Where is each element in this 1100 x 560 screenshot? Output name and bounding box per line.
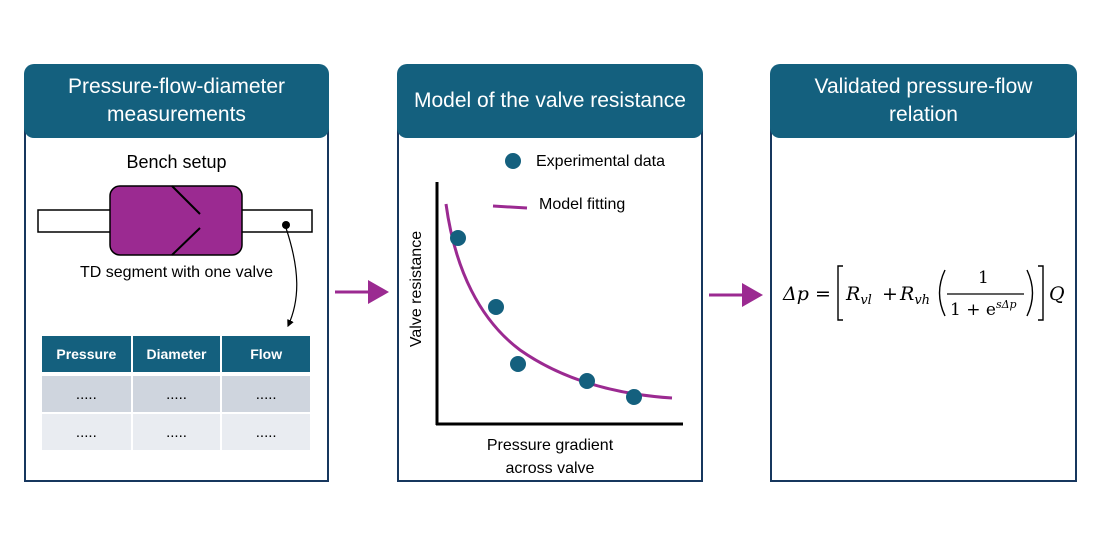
bench-setup-label: Bench setup xyxy=(126,152,227,172)
table-row: ..... ..... ..... xyxy=(42,372,310,412)
x-axis-label-line2: across valve xyxy=(505,460,595,477)
data-point xyxy=(488,299,504,315)
eq-r-vh: Rvh xyxy=(900,283,931,308)
eq-numerator: 1 xyxy=(978,268,989,288)
equation-left-paren xyxy=(938,269,946,317)
table-cell: ..... xyxy=(132,372,221,412)
table-cell: ..... xyxy=(222,372,310,412)
header-model-label: Model of the valve resistance xyxy=(414,89,686,112)
eq-q: Q xyxy=(1049,283,1065,305)
table-cell: ..... xyxy=(42,412,131,450)
table-header-flow: Flow xyxy=(222,336,310,372)
measurement-table: Pressure Diameter Flow ..... ..... .....… xyxy=(40,336,312,450)
model-fit-curve xyxy=(444,203,673,400)
eq-lhs: Δp xyxy=(783,283,809,305)
valve-leaflet-upper xyxy=(171,185,201,215)
data-point xyxy=(579,373,595,389)
panel-validated xyxy=(770,104,1077,482)
data-point xyxy=(450,230,466,246)
table-cell: ..... xyxy=(132,412,221,450)
table-row: ..... ..... ..... xyxy=(42,412,310,450)
legend-data-marker xyxy=(505,153,521,169)
data-point xyxy=(626,389,642,405)
header-model: Model of the valve resistance xyxy=(397,64,703,138)
y-axis-label: Valve resistance xyxy=(408,230,425,348)
table-header-pressure: Pressure xyxy=(42,336,131,372)
table-cell: ..... xyxy=(42,372,131,412)
data-point xyxy=(510,356,526,372)
header-validated-label: Validated pressure-flow relation xyxy=(814,75,1033,126)
segment-caption: TD segment with one valve xyxy=(80,264,273,281)
tube-right xyxy=(235,209,313,233)
measurement-point-dot xyxy=(282,221,290,229)
table-header-diameter: Diameter xyxy=(132,336,221,372)
eq-denominator: 1 + esΔp xyxy=(950,298,1017,320)
eq-equals: = xyxy=(815,283,831,305)
header-measurements: Pressure-flow-diameter measurements xyxy=(24,64,329,138)
legend-fit-line xyxy=(492,204,528,210)
equation-right-paren xyxy=(1026,269,1034,317)
measurement-connector-arrow xyxy=(285,227,298,328)
panel-model xyxy=(397,104,703,482)
legend-fit-label: Model fitting xyxy=(539,196,626,213)
valve-leaflet-lower xyxy=(171,227,201,256)
eq-r-vl: Rvl xyxy=(846,283,872,308)
legend-data-label: Experimental data xyxy=(536,153,665,170)
header-validated: Validated pressure-flow relation xyxy=(770,64,1077,138)
x-axis-label-line1: Pressure gradient xyxy=(486,437,614,454)
equation-right-bracket xyxy=(1038,265,1044,321)
valve-segment xyxy=(109,185,243,256)
tube-left xyxy=(37,209,117,233)
table-cell: ..... xyxy=(222,412,310,450)
equation-left-bracket xyxy=(837,265,843,321)
eq-plus: + xyxy=(882,283,898,305)
header-measurements-label: Pressure-flow-diameter measurements xyxy=(67,75,286,126)
